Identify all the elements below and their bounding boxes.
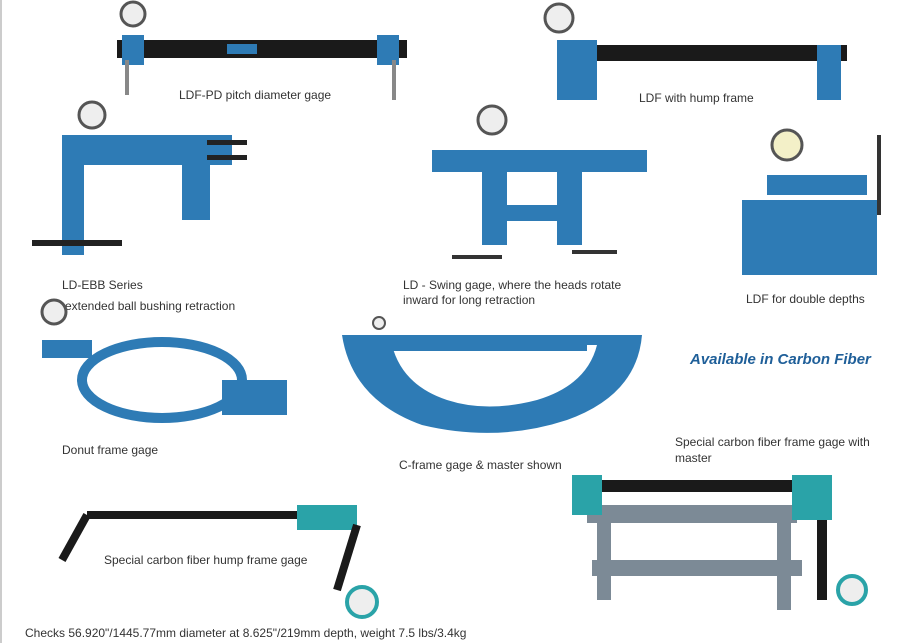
specs-footnote: Checks 56.920"/1445.77mm diameter at 8.6… [25,626,467,640]
caption-ld-ebb: LD-EBB Series [62,278,143,292]
caption-carbon-hump: Special carbon fiber hump frame gage [104,553,308,567]
caption-ld-swing-detail: inward for long retraction [403,293,536,307]
carbon-fiber-frame-gage-image [572,475,868,610]
c-frame-gage-image [342,316,642,433]
carbon-fiber-hump-frame-image [58,505,379,619]
caption-carbon-frame: Special carbon fiber frame gage with [675,435,870,449]
caption-ldf-hump: LDF with hump frame [639,91,754,105]
carbon-fiber-headline: Available in Carbon Fiber [690,351,871,368]
donut-frame-gage-image [40,298,287,423]
ldf-hump-frame-image [543,2,847,100]
caption-c-frame: C-frame gage & master shown [399,458,562,472]
ldf-double-depth-image [742,128,881,275]
caption-ld-ebb-detail: extended ball bushing retraction [65,299,236,313]
caption-ldf-pd: LDF-PD pitch diameter gage [179,88,332,102]
caption-donut: Donut frame gage [62,443,159,457]
ldf-pd-gage-image [117,0,407,100]
ld-swing-gage-image [432,104,647,259]
caption-carbon-frame-detail: master [675,451,712,465]
caption-ldf-double: LDF for double depths [746,292,865,306]
caption-ld-swing: LD - Swing gage, where the heads rotate [403,278,622,292]
ld-ebb-gage-image [32,100,247,255]
